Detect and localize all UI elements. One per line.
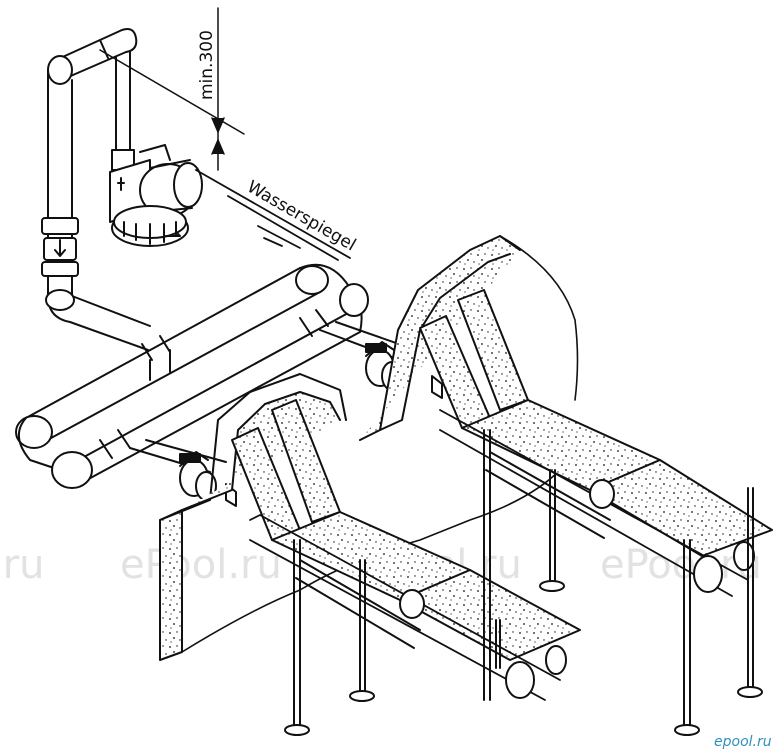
water-level-label: Wasserspiegel: [244, 177, 360, 255]
watermark-text-2: ePool.ru: [120, 542, 282, 588]
water-level-line: [195, 169, 351, 261]
watermark-text-1: .ru: [0, 542, 45, 588]
blower-unit: [109, 34, 203, 247]
min-distance-label: min.300: [197, 30, 217, 100]
dimension-line: [99, 7, 245, 171]
air-supply-pipe: [41, 28, 151, 351]
brand-logo: epool.ru: [714, 734, 772, 750]
massage-bed-2: [419, 289, 773, 736]
manifold: [15, 263, 417, 489]
